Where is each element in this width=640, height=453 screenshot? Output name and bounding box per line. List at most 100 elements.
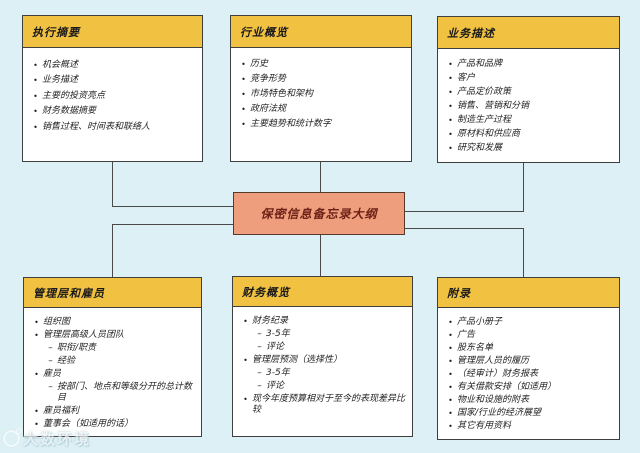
- item-text: 3-5年: [266, 329, 290, 339]
- list-item: •有关借款安排（如适用）: [444, 382, 615, 393]
- bullet-icon: •: [33, 122, 38, 132]
- node-item-list: •组织图•管理层高级人员团队–职衔/职责–经验•雇员–按部门、地点和等级分开的总…: [24, 308, 201, 436]
- bullet-icon: •: [34, 370, 39, 379]
- list-item: •财务纪录: [239, 316, 408, 327]
- item-text: 管理层预测（选择性）: [252, 355, 343, 365]
- bullet-icon: •: [448, 116, 453, 125]
- bullet-icon: •: [34, 420, 39, 429]
- item-text: 政府法规: [250, 104, 287, 114]
- item-text: 主要的投资亮点: [42, 90, 106, 101]
- connector-line: [112, 162, 113, 207]
- item-text: 主要趋势和统计数字: [250, 119, 332, 129]
- bullet-icon: •: [448, 74, 453, 83]
- item-text: 研究和发展: [457, 143, 503, 153]
- connector-line: [405, 228, 524, 229]
- node-item-list: •产品小册子•广告•股东名单•管理层人员的履历•（经审计）财务报表•有关借款安排…: [438, 308, 619, 439]
- item-text: 原材料和供应商: [457, 129, 521, 139]
- list-item: •现今年度预算相对于至今的表现差异比较: [239, 394, 408, 416]
- dash-icon: –: [257, 329, 262, 339]
- node-title: 业务描述: [438, 17, 619, 49]
- bullet-icon: •: [33, 107, 38, 116]
- bullet-icon: •: [241, 75, 246, 84]
- list-item: •广告: [444, 330, 615, 341]
- list-item: –3-5年: [239, 368, 408, 379]
- list-item: •其它有用资料: [444, 421, 615, 432]
- connector-line: [320, 235, 321, 276]
- item-text: 经验: [57, 356, 76, 366]
- connector-line: [112, 206, 233, 207]
- bullet-icon: •: [34, 331, 39, 340]
- item-text: 职衔/职责: [57, 343, 97, 353]
- connector-line: [523, 163, 524, 212]
- node-financial-overview: 财务概览 •财务纪录–3-5年–评论•管理层预测（选择性）–3-5年–评论•现今…: [232, 276, 413, 437]
- list-item: •业务描述: [29, 75, 198, 86]
- item-text: 管理层高级人员团队: [43, 330, 125, 340]
- list-item: • 管理层预测（选择性）: [239, 355, 408, 366]
- dash-icon: –: [257, 368, 262, 378]
- dash-icon: –: [48, 343, 53, 353]
- list-item: •管理层人员的履历: [444, 356, 615, 367]
- list-item: •产品和品牌: [444, 59, 615, 70]
- list-item: • 主要的投资亮点: [29, 91, 198, 102]
- item-text: 董事会（如适用的话）: [43, 419, 134, 429]
- bullet-icon: •: [448, 130, 453, 139]
- bullet-icon: •: [448, 144, 453, 153]
- bullet-icon: •: [243, 356, 248, 365]
- bullet-icon: •: [243, 317, 248, 326]
- center-node-memo-outline: 保密信息备忘录大纲: [233, 192, 405, 235]
- list-item: • 财务数据摘要: [29, 106, 198, 117]
- bullet-icon: •: [34, 318, 39, 327]
- node-executive-summary: 执行摘要 •机会概述•业务描述•主要的投资亮点•财务数据摘要•销售过程、时间表和…: [22, 15, 203, 162]
- item-text: 管理层人员的履历: [457, 356, 530, 366]
- item-text: 财务数据摘要: [42, 106, 97, 116]
- bullet-icon: •: [241, 60, 246, 69]
- item-text: 雇员: [43, 369, 62, 379]
- list-item: • 董事会（如适用的话）: [30, 419, 197, 430]
- connector-line: [320, 162, 321, 192]
- dash-icon: –: [48, 382, 53, 392]
- bullet-icon: •: [448, 60, 453, 69]
- item-text: 历史: [250, 59, 269, 69]
- bullet-icon: •: [448, 102, 453, 111]
- list-item: •销售过程、时间表和联络人: [29, 122, 198, 133]
- list-item: •产品定价政策: [444, 87, 615, 98]
- list-item: •（经审计）财务报表: [444, 369, 615, 380]
- bullet-icon: •: [448, 88, 453, 97]
- node-title: 执行摘要: [23, 16, 202, 48]
- node-item-list: •机会概述•业务描述•主要的投资亮点•财务数据摘要•销售过程、时间表和联络人: [23, 48, 202, 161]
- node-title: 行业概览: [231, 16, 411, 48]
- list-item: •物业和设施的附表: [444, 395, 615, 406]
- connector-line: [112, 224, 233, 225]
- item-text: 股东名单: [457, 343, 494, 353]
- list-item: • 历史: [237, 59, 407, 70]
- list-item: •制造生产过程: [444, 115, 615, 126]
- list-item: •国家/行业的经济展望: [444, 408, 615, 419]
- node-title: 附录: [438, 278, 619, 308]
- bullet-icon: •: [241, 90, 246, 99]
- node-item-list: •财务纪录–3-5年–评论•管理层预测（选择性）–3-5年–评论•现今年度预算相…: [233, 307, 412, 436]
- bullet-icon: •: [34, 407, 39, 416]
- list-item: –3-5年: [239, 329, 408, 340]
- node-management-employees: 管理层和雇员 •组织图•管理层高级人员团队–职衔/职责–经验•雇员–按部门、地点…: [23, 277, 202, 437]
- list-item: –评论: [239, 342, 408, 353]
- item-text: （经审计）财务报表: [457, 369, 539, 379]
- item-text: 客户: [457, 73, 476, 83]
- bullet-icon: •: [33, 91, 38, 101]
- bullet-icon: •: [243, 395, 248, 404]
- list-item: –按部门、地点和等级分开的总计数目: [30, 382, 197, 404]
- list-item: • 研究和发展: [444, 143, 615, 154]
- connector-line: [405, 211, 524, 212]
- item-text: 按部门、地点和等级分开的总计数目: [57, 382, 193, 403]
- list-item: • 管理层高级人员团队: [30, 330, 197, 341]
- bullet-icon: •: [448, 409, 453, 418]
- dash-icon: –: [257, 342, 262, 352]
- item-text: 物业和设施的附表: [457, 395, 530, 405]
- bullet-icon: •: [241, 120, 246, 129]
- dash-icon: –: [257, 381, 262, 391]
- list-item: • 雇员: [30, 369, 197, 380]
- list-item: • 主要趋势和统计数字: [237, 119, 407, 130]
- list-item: •竞争形势: [237, 74, 407, 85]
- list-item: –经验: [30, 356, 197, 367]
- dash-icon: –: [48, 356, 53, 366]
